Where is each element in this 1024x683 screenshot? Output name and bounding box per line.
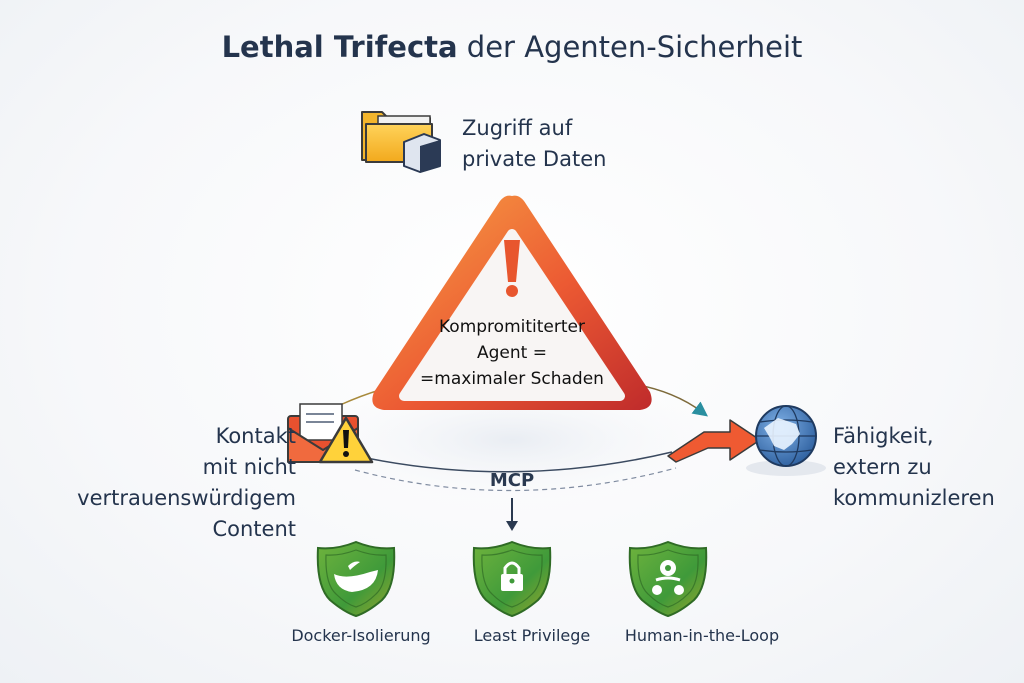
warning-text: Kompromititerter Agent = =maximaler Scha… <box>392 314 632 392</box>
safeguard-label-docker: Docker-Isolierung <box>291 626 431 645</box>
node-left-line-4: Content <box>212 517 296 541</box>
shield-least-privilege <box>472 540 552 618</box>
title-bold: Lethal Trifecta <box>221 30 458 64</box>
shield-human-in-loop <box>628 540 708 618</box>
mcp-down-arrow <box>506 498 518 531</box>
warning-triangle <box>372 195 652 410</box>
node-right-line-1: Fähigkeit, <box>833 424 934 448</box>
exclamation-icon <box>504 240 520 297</box>
warning-line-2: Agent = <box>477 343 547 363</box>
globe-arrow-icon <box>667 405 826 476</box>
shield-docker <box>316 540 396 618</box>
mcp-label: MCP <box>489 470 535 491</box>
folder-data-icon <box>361 111 441 173</box>
node-label-private-data: Zugriff auf private Daten <box>462 113 606 175</box>
page-title: Lethal Trifecta der Agenten-Sicherheit <box>0 30 1024 64</box>
node-label-external-communication: Fähigkeit, extern zu kommunizleren <box>833 421 995 514</box>
node-right-line-2: extern zu <box>833 455 932 479</box>
node-right-line-3: kommunizleren <box>833 486 995 510</box>
node-top-line-2: private Daten <box>462 147 607 171</box>
warning-line-3: =maximaler Schaden <box>420 369 604 389</box>
node-top-line-1: Zugriff auf <box>462 116 573 140</box>
node-left-line-2: mit nicht <box>202 455 296 479</box>
node-left-line-1: Kontakt <box>215 424 296 448</box>
node-left-line-3: vertrauenswürdigem <box>77 486 296 510</box>
warning-line-1: Kompromititerter <box>439 317 585 337</box>
mail-warning-icon <box>287 403 374 464</box>
safeguard-label-least-privilege: Least Privilege <box>473 626 591 645</box>
safeguard-label-human-in-loop: Human-in-the-Loop <box>624 626 780 645</box>
title-regular: der Agenten-Sicherheit <box>457 30 803 64</box>
node-label-untrusted-content: Kontakt mit nicht vertrauenswürdigem Con… <box>77 421 296 545</box>
